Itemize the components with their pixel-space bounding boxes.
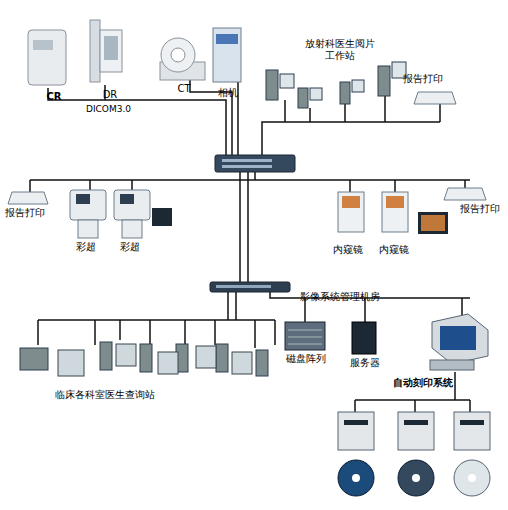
device-label: 报告打印 (460, 203, 500, 215)
device-label-box: 相机 (212, 86, 244, 100)
device-label: 临床各科室医生查询站 (55, 389, 155, 401)
device-label-box: 放射科医生阅片工作站 (302, 36, 378, 64)
device-label-box: 报告打印 (0, 206, 50, 220)
device-label-box: 自动刻印系统 (384, 376, 462, 390)
device-label-box: 服务器 (344, 356, 386, 370)
protocol-label: DICOM3.0 (86, 104, 131, 114)
device-label-box: CT (170, 82, 198, 96)
device-label: 放射科医生阅片工作站 (302, 38, 378, 62)
device-label: CT (177, 83, 190, 95)
device-label: 服务器 (350, 357, 380, 369)
device-label-box: 报告打印 (452, 202, 508, 216)
device-label: DR (103, 89, 118, 101)
device-label-box: 报告打印 (398, 72, 448, 86)
room-label: 影像系统管理机房 (300, 290, 380, 304)
device-label-box: 彩超 (112, 240, 148, 254)
device-label-box: 内窥镜 (372, 243, 416, 257)
device-label: 内窥镜 (379, 244, 409, 256)
device-label-box: 临床各科室医生查询站 (40, 388, 170, 402)
device-label-box: 彩超 (68, 240, 104, 254)
device-label-box: DR (96, 88, 124, 102)
device-label: 自动刻印系统 (393, 377, 453, 389)
device-label: 彩超 (76, 241, 96, 253)
device-label-box: 磁盘阵列 (280, 352, 332, 366)
device-label: 内窥镜 (333, 244, 363, 256)
device-label: 报告打印 (5, 207, 45, 219)
device-label: 相机 (218, 87, 238, 99)
device-label: 彩超 (120, 241, 140, 253)
device-label: 报告打印 (403, 73, 443, 85)
device-label: 磁盘阵列 (286, 353, 326, 365)
device-label: CR (46, 91, 61, 103)
device-label-box: CR (42, 90, 66, 104)
device-label-box: 内窥镜 (326, 243, 370, 257)
